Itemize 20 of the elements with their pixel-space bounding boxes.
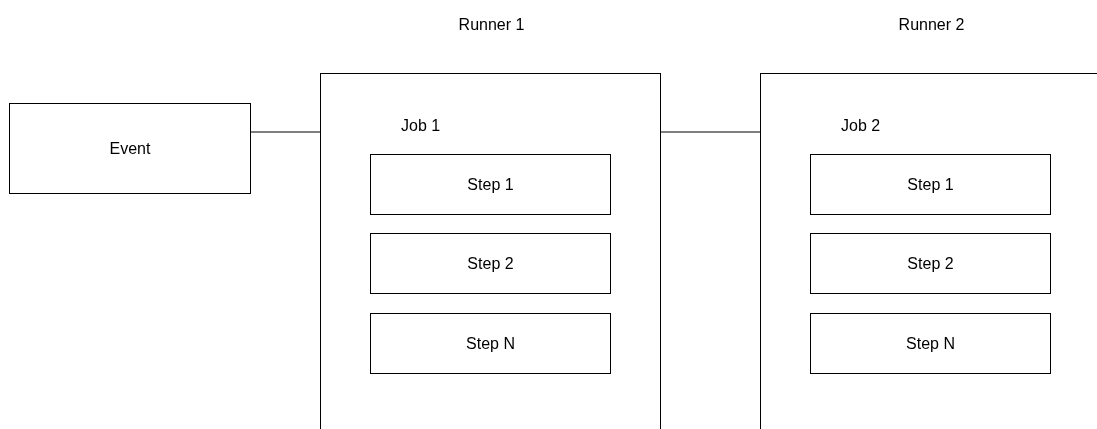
step-box [810,154,1051,215]
runner-heading: Runner 1 [457,16,526,34]
box-label: Step 2 [467,254,514,273]
box-label: Step 2 [907,254,954,273]
box-label: Step 1 [907,175,954,194]
box-label: Step N [906,334,955,353]
job-label: Job 1 [401,117,441,135]
step-box [370,154,611,215]
step-box [370,233,611,294]
step-box [810,313,1051,374]
connector-line [660,131,761,133]
box-label: Step N [466,334,515,353]
event-box [9,103,251,194]
box-label: Event [109,139,151,158]
step-box [810,233,1051,294]
box-label: Step 1 [467,175,514,194]
connector-line [250,131,321,133]
job-label: Job 2 [841,117,881,135]
runner-heading: Runner 2 [897,16,966,34]
step-box [370,313,611,374]
